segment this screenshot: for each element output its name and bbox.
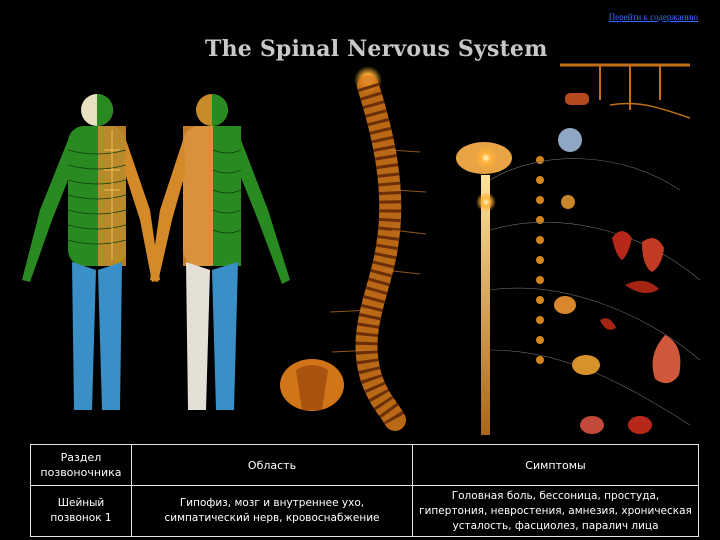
organ-illustrations bbox=[554, 128, 680, 434]
spinal-poster-illustration bbox=[0, 30, 720, 440]
spinal-column-illustration bbox=[330, 66, 426, 420]
table-header-cell: Симптомы bbox=[413, 445, 699, 486]
table-cell: Гипофиз, мозг и внутреннее ухо, симпатич… bbox=[132, 486, 413, 537]
table-cell: Головная боль, бессоница, простуда, гипе… bbox=[413, 486, 699, 537]
skip-to-content-link[interactable]: Перейти к содержанию bbox=[609, 12, 698, 22]
table-row: Шейный позвонок 1 Гипофиз, мозг и внутре… bbox=[31, 486, 699, 537]
nerve-diagram-illustration bbox=[560, 65, 690, 118]
table-cell: Шейный позвонок 1 bbox=[31, 486, 132, 537]
dermatome-figure-front bbox=[22, 94, 160, 410]
sacrum-illustration bbox=[280, 359, 344, 411]
table-header-row: Раздел позвоночника Область Симптомы bbox=[31, 445, 699, 486]
table-header-cell: Область bbox=[132, 445, 413, 486]
poster-title: The Spinal Nervous System bbox=[205, 36, 548, 62]
brain-and-cord-illustration bbox=[456, 142, 700, 435]
spinal-poster-image bbox=[0, 30, 720, 440]
table-header-cell: Раздел позвоночника bbox=[31, 445, 132, 486]
dermatome-figure-back bbox=[150, 94, 290, 410]
symptoms-table: Раздел позвоночника Область Симптомы Шей… bbox=[30, 444, 699, 537]
